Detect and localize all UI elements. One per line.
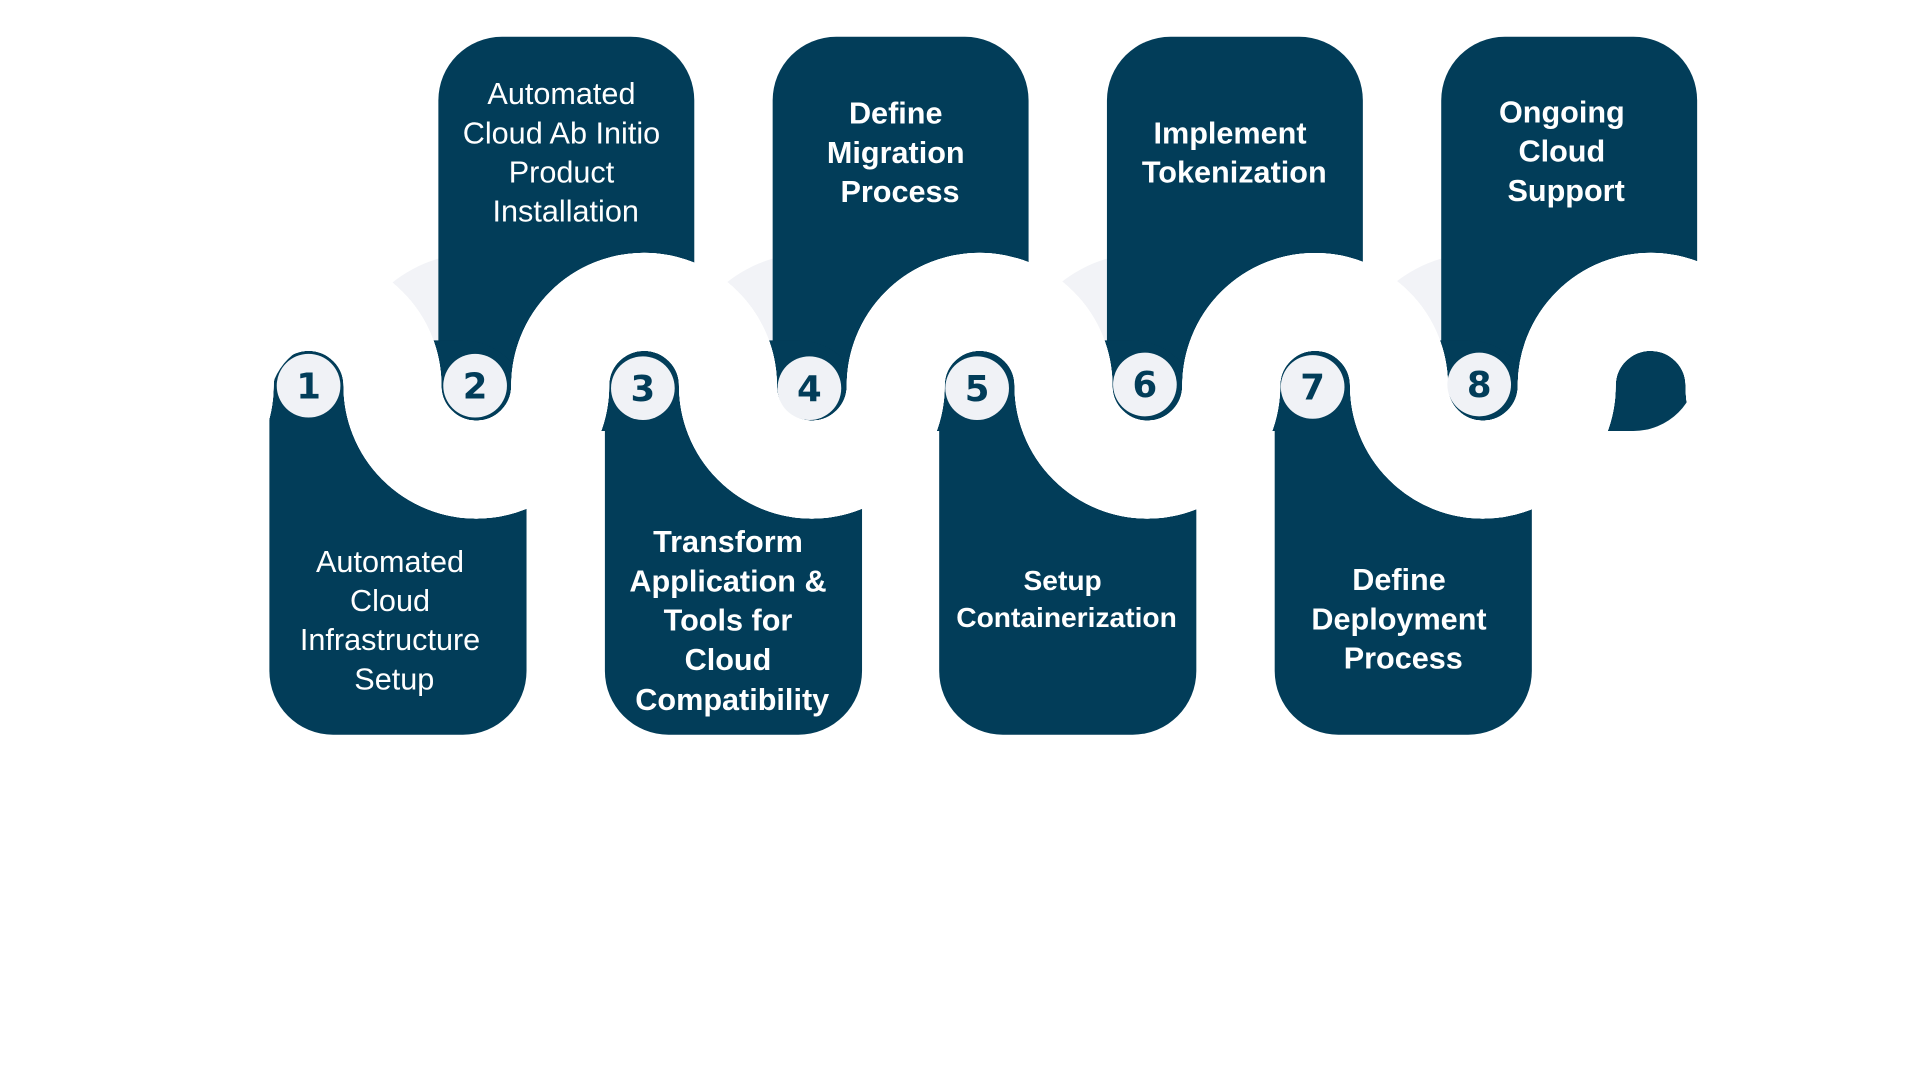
- label-line: Define: [849, 97, 943, 131]
- step-number: 1: [296, 366, 321, 407]
- step-number: 7: [1300, 368, 1325, 409]
- step-2-badge: 2: [443, 353, 507, 418]
- label-line: Setup: [1024, 565, 1102, 596]
- label-line: Ongoing: [1499, 95, 1625, 129]
- label-line: Process: [1344, 642, 1463, 676]
- step-4-badge: 4: [777, 356, 842, 420]
- label-line: Compatibility: [635, 683, 829, 717]
- label-line: Product: [509, 155, 615, 189]
- step-1-badge: 1: [276, 353, 341, 418]
- step-number: 5: [965, 369, 990, 410]
- label-line: Support: [1507, 174, 1624, 208]
- step-number: 6: [1133, 365, 1158, 406]
- label-line: Tokenization: [1142, 155, 1327, 189]
- step-7-badge: 7: [1280, 355, 1345, 419]
- label-line: Cloud: [350, 584, 430, 618]
- label-line: Containerization: [956, 602, 1177, 633]
- label-line: Transform: [653, 525, 803, 559]
- step-badges: 1 2 3 4 5 6 7 8: [276, 352, 1512, 420]
- label-line: Automated: [316, 545, 464, 579]
- label-line: Infrastructure: [300, 623, 480, 657]
- step-number: 3: [631, 369, 656, 410]
- step-3-badge: 3: [611, 356, 675, 420]
- step-8-badge: 8: [1447, 352, 1512, 417]
- label-line: Define: [1352, 563, 1446, 597]
- label-line: Cloud: [1519, 135, 1606, 169]
- step-2-label: Automated Cloud Ab Initio Product Instal…: [463, 77, 669, 229]
- step-4-label: Define Migration Process: [827, 97, 973, 209]
- step-7-label: Define Deployment Process: [1311, 563, 1495, 675]
- label-line: Process: [840, 175, 959, 209]
- road: [0, 302, 1920, 470]
- label-line: Application &: [629, 564, 826, 598]
- step-6-label: Implement Tokenization: [1142, 116, 1327, 189]
- step-3-label: Transform Application & Tools for Cloud …: [629, 525, 835, 717]
- label-line: Setup: [354, 662, 434, 696]
- step-6-badge: 6: [1113, 352, 1177, 417]
- step-number: 8: [1467, 365, 1492, 406]
- label-line: Tools for: [664, 604, 793, 638]
- step-5-label: Setup Containerization: [956, 565, 1177, 633]
- label-line: Migration: [827, 136, 965, 170]
- step-5-badge: 5: [945, 356, 1009, 420]
- label-line: Cloud Ab Initio: [463, 116, 660, 150]
- step-1-label: Automated Cloud Infrastructure Setup: [300, 545, 489, 697]
- step-number: 4: [797, 369, 822, 410]
- label-line: Cloud: [685, 643, 772, 677]
- label-line: Installation: [493, 195, 639, 229]
- label-line: Implement: [1153, 116, 1306, 150]
- label-line: Automated: [487, 77, 635, 111]
- step-8-label: Ongoing Cloud Support: [1499, 95, 1633, 207]
- step-number: 2: [463, 366, 488, 407]
- label-line: Deployment: [1311, 602, 1486, 636]
